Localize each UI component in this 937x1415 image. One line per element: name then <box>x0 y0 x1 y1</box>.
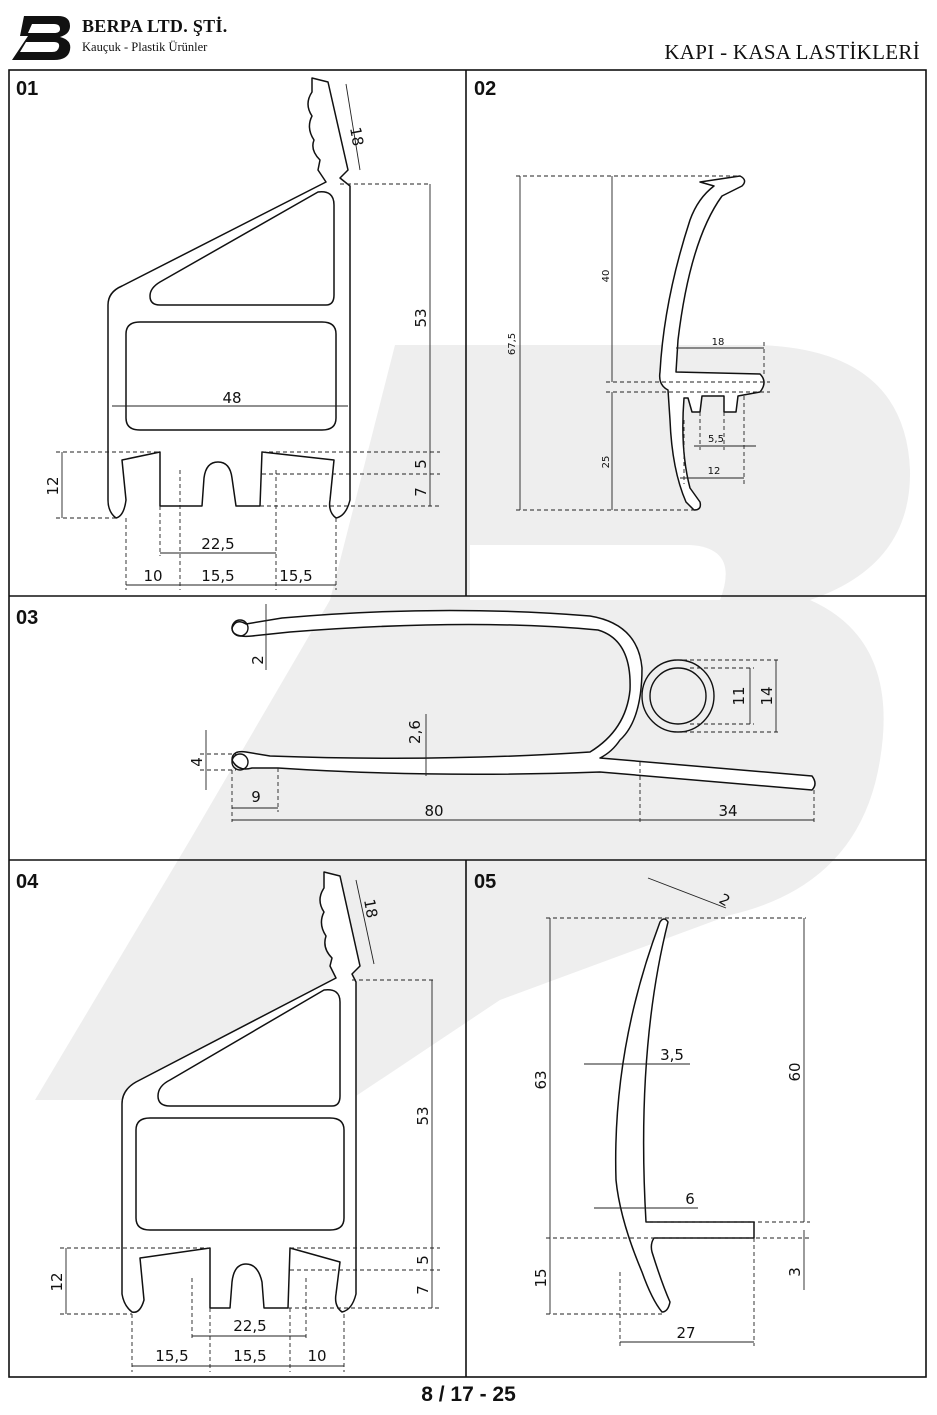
dim-01-width: 48 <box>222 389 241 407</box>
profile-04: 18 53 12 5 7 22,5 15,5 15,5 10 <box>48 871 440 1372</box>
section-number-02: 02 <box>474 78 496 100</box>
dim-03-gap: 2 <box>249 655 267 665</box>
page-number: 8 / 17 - 25 <box>421 1383 516 1406</box>
page-title: KAPI - KASA LASTİKLERİ <box>664 40 920 64</box>
dim-01-slot: 5 <box>412 459 430 469</box>
dim-05-width: 27 <box>676 1324 695 1342</box>
dim-01-top: 18 <box>346 126 367 148</box>
profile-03: 2 11 14 2,6 4 9 80 34 <box>188 604 816 824</box>
dim-03-length: 80 <box>424 802 443 820</box>
dim-02-stem: 5,5 <box>708 434 724 445</box>
dim-04-c: 10 <box>307 1347 326 1365</box>
dim-02-upper: 40 <box>601 270 612 283</box>
dim-03-bead: 4 <box>188 757 206 767</box>
watermark-logo <box>35 345 911 1100</box>
section-number-04: 04 <box>16 871 39 893</box>
dim-01-c: 15,5 <box>279 567 312 585</box>
dim-04-leg: 12 <box>48 1272 66 1291</box>
dim-04-top: 18 <box>360 898 381 920</box>
dim-01-foot: 7 <box>412 487 430 497</box>
company-logo <box>10 14 74 62</box>
profile-02: 67,5 40 25 18 5,5 12 <box>507 175 770 511</box>
dim-01-b: 15,5 <box>201 567 234 585</box>
dim-05-total: 63 <box>532 1070 550 1089</box>
dim-03-outer-d: 14 <box>758 686 776 705</box>
dim-01-height: 53 <box>412 308 430 327</box>
profile-01: 18 53 48 12 5 7 22,5 10 15,5 15,5 <box>44 77 440 590</box>
dim-03-wall: 2,6 <box>406 720 424 744</box>
dim-01-a: 10 <box>143 567 162 585</box>
dim-04-inner: 22,5 <box>233 1317 266 1335</box>
dim-05-thick: 3,5 <box>660 1046 684 1064</box>
dim-02-lower: 25 <box>601 456 612 469</box>
dim-04-height: 53 <box>414 1106 432 1125</box>
dim-04-slot: 5 <box>414 1255 432 1265</box>
frame-grid <box>8 69 927 1378</box>
dim-05-foot: 6 <box>685 1190 695 1208</box>
dim-01-inner: 22,5 <box>201 535 234 553</box>
dim-03-tail: 34 <box>718 802 737 820</box>
dim-04-foot: 7 <box>414 1285 432 1295</box>
dim-02-base: 12 <box>708 466 721 477</box>
company-name: BERPA LTD. ŞTİ. <box>82 16 228 36</box>
company-subtitle: Kauçuk - Plastik Ürünler <box>82 40 208 54</box>
dim-03-lip: 9 <box>251 788 261 806</box>
dim-01-leg: 12 <box>44 476 62 495</box>
dim-05-upper: 60 <box>786 1062 804 1081</box>
section-number-01: 01 <box>16 78 38 100</box>
section-number-03: 03 <box>16 607 38 629</box>
dim-02-total: 67,5 <box>507 333 518 355</box>
dim-02-flap: 18 <box>712 337 725 348</box>
dim-05-base-th: 3 <box>786 1267 804 1277</box>
dim-05-lower: 15 <box>532 1268 550 1287</box>
dim-04-b: 15,5 <box>233 1347 266 1365</box>
dim-04-a: 15,5 <box>155 1347 188 1365</box>
dim-03-inner-d: 11 <box>730 686 748 705</box>
section-number-05: 05 <box>474 871 496 893</box>
